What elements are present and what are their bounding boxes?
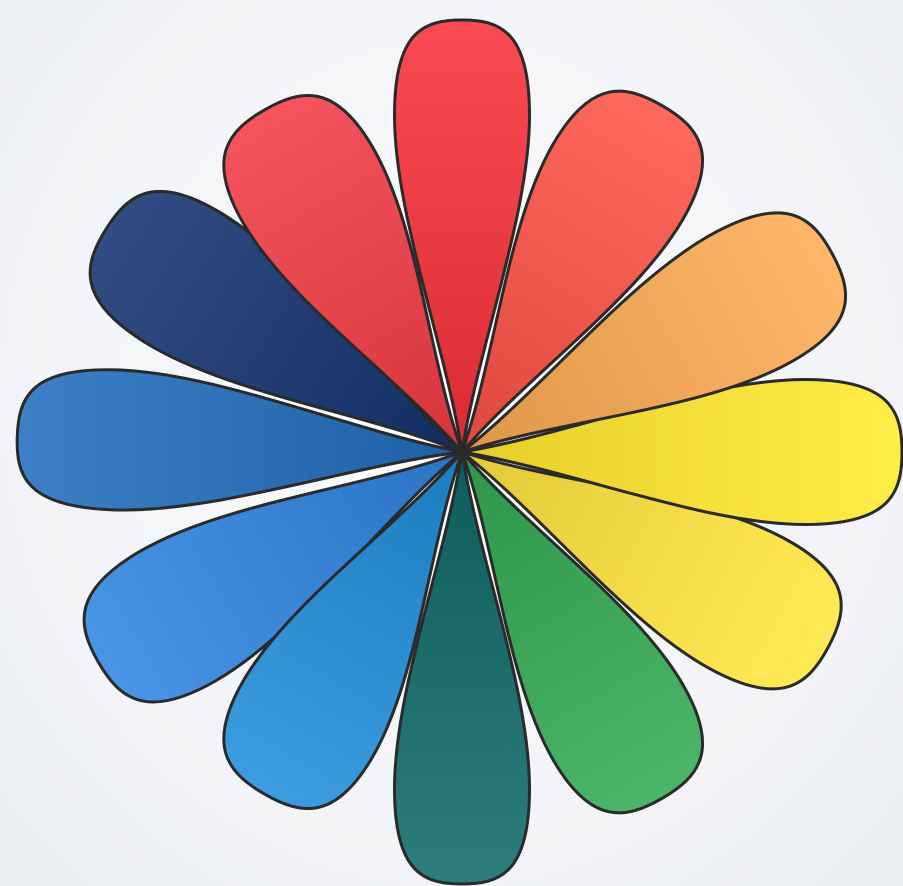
flower-center bbox=[456, 446, 468, 458]
